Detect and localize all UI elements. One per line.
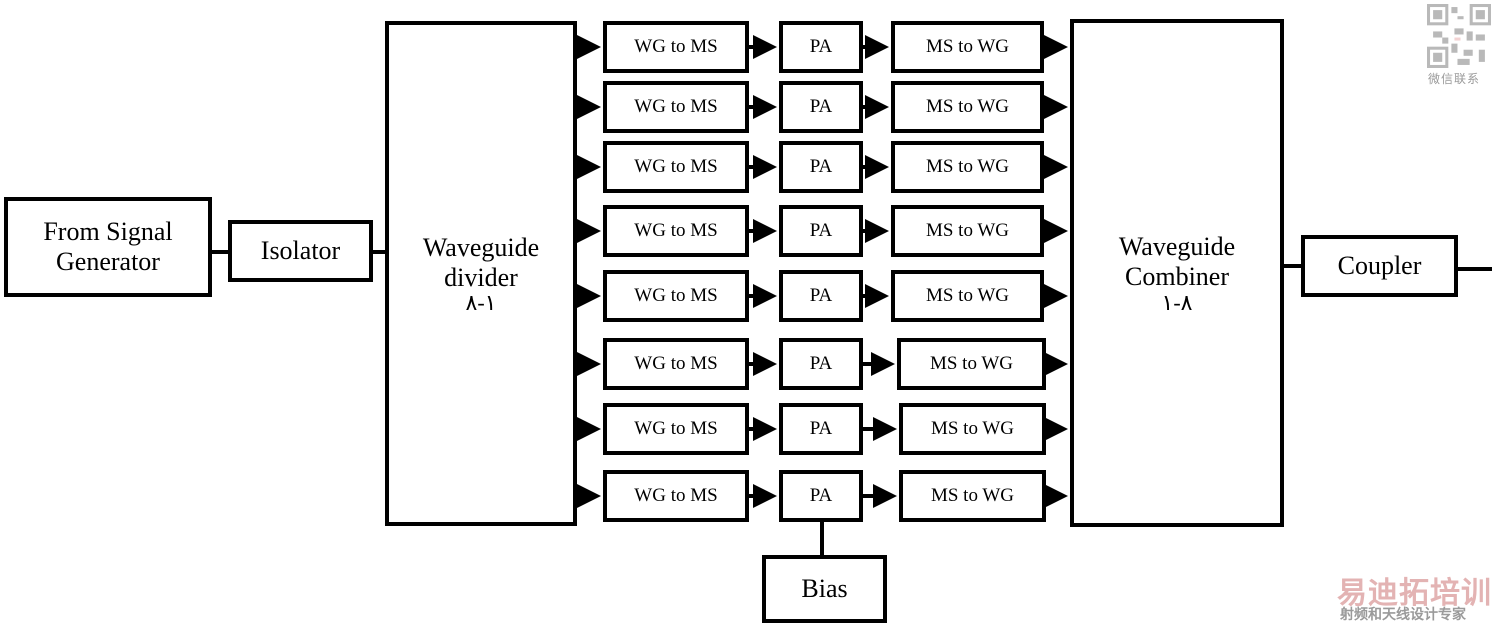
isolator-box: Isolator	[228, 220, 373, 282]
wg-to-ms-box-label: WG to MS	[634, 96, 718, 118]
combiner-label-1: Waveguide	[1118, 232, 1236, 262]
pa-box-label: PA	[809, 156, 833, 178]
ms-to-wg-box: MS to WG	[891, 270, 1044, 322]
ms-to-wg-box-label: MS to WG	[925, 220, 1010, 242]
ms-to-wg-box-label: MS to WG	[929, 353, 1014, 375]
ms-to-wg-box: MS to WG	[891, 21, 1044, 73]
bias-label: Bias	[801, 574, 848, 604]
combiner-label-2: Combiner	[1125, 262, 1229, 291]
wg-to-ms-box: WG to MS	[603, 338, 749, 390]
wg-to-ms-box-label: WG to MS	[634, 36, 718, 58]
ms-to-wg-box-label: MS to WG	[930, 485, 1015, 507]
signal-generator-label-2: Generator	[56, 247, 160, 276]
ms-to-wg-box: MS to WG	[891, 81, 1044, 133]
pa-box: PA	[779, 270, 863, 322]
wg-to-ms-box-label: WG to MS	[634, 220, 718, 242]
pa-box-label: PA	[809, 36, 833, 58]
wg-to-ms-box: WG to MS	[603, 81, 749, 133]
wg-to-ms-box: WG to MS	[603, 205, 749, 257]
ms-to-wg-box-label: MS to WG	[925, 96, 1010, 118]
pa-box: PA	[779, 338, 863, 390]
pa-box: PA	[779, 403, 863, 455]
qr-code-icon	[1427, 4, 1491, 68]
pa-box-label: PA	[809, 96, 833, 118]
brand-subtitle: 射频和天线设计专家	[1340, 607, 1466, 623]
ms-to-wg-box-label: MS to WG	[930, 418, 1015, 440]
ms-to-wg-box-label: MS to WG	[925, 156, 1010, 178]
ms-to-wg-box: MS to WG	[897, 338, 1046, 390]
divider-label-1: Waveguide	[422, 232, 540, 262]
wg-to-ms-box: WG to MS	[603, 270, 749, 322]
wg-to-ms-box: WG to MS	[603, 470, 749, 522]
waveguide-combiner-box: Waveguide Combiner ٨-١	[1070, 19, 1284, 527]
pa-box: PA	[779, 141, 863, 193]
pa-box-label: PA	[809, 485, 833, 507]
coupler-box: Coupler	[1301, 235, 1458, 297]
pa-box-label: PA	[809, 418, 833, 440]
wg-to-ms-box: WG to MS	[603, 403, 749, 455]
wg-to-ms-box-label: WG to MS	[634, 418, 718, 440]
coupler-label: Coupler	[1337, 251, 1422, 281]
bias-box: Bias	[762, 555, 887, 623]
ms-to-wg-box: MS to WG	[891, 141, 1044, 193]
signal-generator-box: From Signal Generator	[4, 197, 212, 297]
pa-box-label: PA	[809, 220, 833, 242]
pa-box: PA	[779, 470, 863, 522]
ms-to-wg-box-label: MS to WG	[925, 285, 1010, 307]
ms-to-wg-box-label: MS to WG	[925, 36, 1010, 58]
wg-to-ms-box-label: WG to MS	[634, 485, 718, 507]
ms-to-wg-box: MS to WG	[891, 205, 1044, 257]
ms-to-wg-box: MS to WG	[899, 470, 1046, 522]
divider-ratio: ١-٨	[465, 290, 497, 316]
waveguide-divider-box: Waveguide divider ١-٨	[385, 21, 577, 526]
wg-to-ms-box: WG to MS	[603, 21, 749, 73]
pa-box: PA	[779, 81, 863, 133]
qr-caption: 微信联系	[1428, 72, 1481, 86]
pa-box: PA	[779, 205, 863, 257]
signal-generator-label-1: From Signal	[43, 217, 173, 247]
pa-box: PA	[779, 21, 863, 73]
brand-watermark: 易迪拓培训	[1337, 576, 1492, 611]
wg-to-ms-box-label: WG to MS	[634, 285, 718, 307]
wg-to-ms-box: WG to MS	[603, 141, 749, 193]
wg-to-ms-box-label: WG to MS	[634, 156, 718, 178]
divider-label-2: divider	[444, 262, 518, 292]
wg-to-ms-box-label: WG to MS	[634, 353, 718, 375]
pa-box-label: PA	[809, 285, 833, 307]
isolator-label: Isolator	[260, 236, 341, 266]
combiner-ratio: ٨-١	[1161, 289, 1193, 315]
pa-box-label: PA	[809, 353, 833, 375]
ms-to-wg-box: MS to WG	[899, 403, 1046, 455]
